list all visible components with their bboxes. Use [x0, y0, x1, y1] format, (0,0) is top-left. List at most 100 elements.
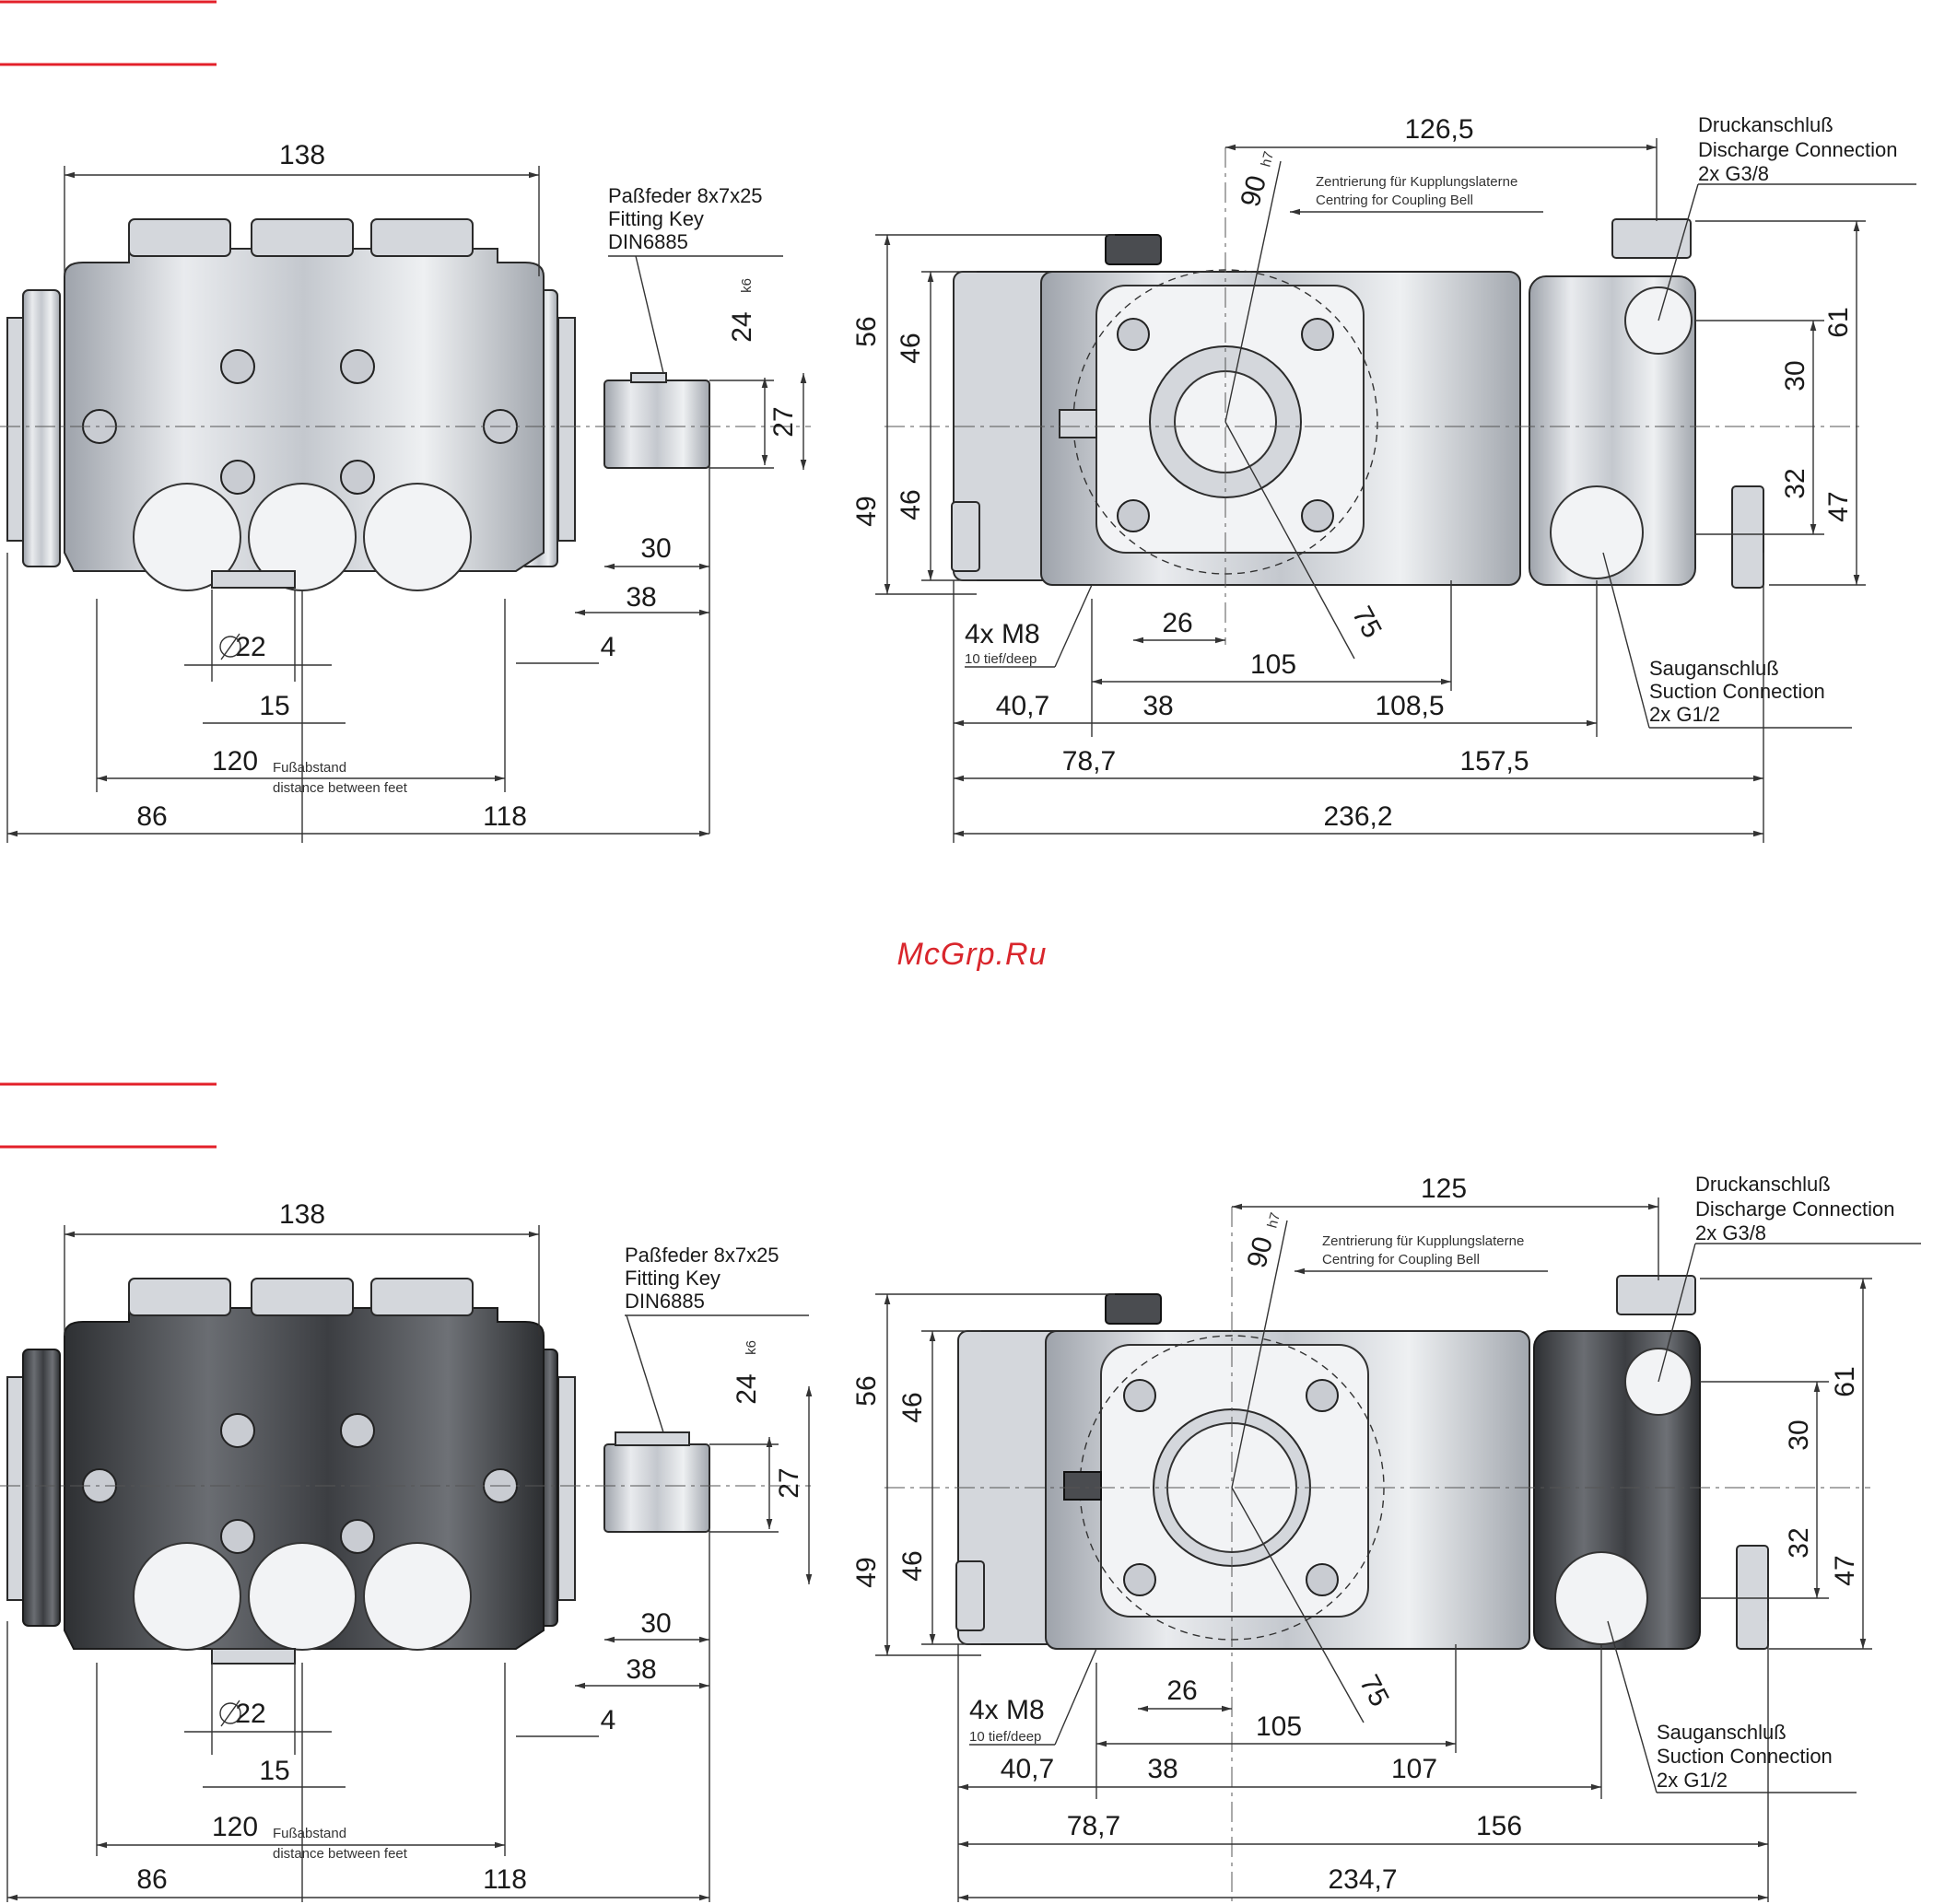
dim-shaft-gap-4: 4 [601, 1705, 616, 1735]
dim-centring-tol: h7 [1258, 150, 1277, 169]
discharge-label-en: Discharge Connection [1698, 138, 1897, 161]
valve-plug [251, 1278, 354, 1316]
dim-78-7: 78,7 [1062, 746, 1116, 777]
suction-label-en: Suction Connection [1657, 1745, 1833, 1768]
suction-size: 2x G1/2 [1649, 703, 1720, 726]
dim-right-3: 108,5 [1375, 691, 1444, 721]
dim-40-7: 40,7 [1001, 1754, 1054, 1784]
suction-port [133, 483, 241, 591]
dim-total: 236,2 [1323, 801, 1392, 832]
dim-26: 26 [1162, 608, 1192, 638]
dim-h-46a: 46 [896, 333, 926, 363]
dim-top: 125 [1421, 1174, 1467, 1204]
dim-h-46a: 46 [897, 1392, 928, 1422]
dim-left: 86 [136, 1864, 167, 1895]
bolt-head [340, 460, 375, 495]
dim-shaft-dia: 24 [727, 311, 757, 342]
dim-shaft-30: 30 [640, 533, 671, 564]
dim-h-56: 56 [851, 1375, 882, 1406]
bolt-head [1123, 1379, 1156, 1412]
shaft [603, 380, 710, 469]
shaft [603, 1443, 710, 1533]
dim-shaft-30: 30 [640, 1608, 671, 1639]
dim-dia-75: 75 [1353, 1670, 1395, 1711]
dim-r-61: 61 [1830, 1366, 1860, 1396]
dim-h-56: 56 [851, 316, 882, 346]
dim-shaft-dia: 24 [732, 1373, 762, 1404]
key-label: Fitting Key [625, 1267, 720, 1290]
side-view-dimensions: 126,5 90 h7 Zentrierung für Kupplungslat… [851, 113, 1916, 843]
thread-spec: 4x M8 [965, 619, 1040, 649]
discharge-label-en: Discharge Connection [1695, 1197, 1894, 1221]
dim-shaft-gap-4: 4 [601, 632, 616, 662]
bolt-head [1306, 1563, 1339, 1596]
shaft-key [1063, 1471, 1102, 1501]
end-cover [557, 317, 576, 542]
dim-r-32: 32 [1780, 468, 1810, 498]
end-cover [6, 1376, 25, 1601]
dim-dia-75: 75 [1346, 602, 1388, 643]
dim-h-49: 49 [851, 1557, 882, 1587]
dim-105: 105 [1256, 1711, 1302, 1742]
bolt-head [1301, 318, 1334, 351]
dim-port-pitch: 15 [259, 691, 289, 721]
oil-cap [1105, 234, 1162, 265]
bolt-head [1117, 318, 1150, 351]
centring-label-de: Zentrierung für Kupplungslaterne [1322, 1233, 1524, 1249]
bolt-head [220, 1519, 255, 1554]
centring-label-en: Centring for Coupling Bell [1322, 1252, 1480, 1267]
bolt-head [1117, 499, 1150, 532]
watermark: McGrp.Ru [897, 937, 1048, 972]
centring-label-de: Zentrierung für Kupplungslaterne [1316, 174, 1517, 190]
fitting-key [615, 1431, 690, 1446]
side-view-pump [884, 1207, 1870, 1902]
key-label: Paßfeder 8x7x25 [608, 184, 763, 207]
dim-centring-dia: 90 [1242, 1233, 1280, 1271]
bolt-head [1306, 1379, 1339, 1412]
suction-port [1550, 485, 1644, 579]
suction-port [1554, 1551, 1648, 1645]
foot [211, 1648, 296, 1665]
dim-r-61: 61 [1823, 307, 1854, 337]
dim-left: 86 [136, 801, 167, 832]
front-view-dimensions: 138 Paßfeder 8x7x25 Fitting Key DIN6885 … [6, 140, 807, 843]
oil-cap [1105, 1293, 1162, 1325]
dim-feet-distance: 120 [212, 746, 258, 777]
discharge-plug [1611, 218, 1692, 259]
dim-78-7: 78,7 [1067, 1811, 1120, 1841]
dim-40-7: 40,7 [996, 691, 1049, 721]
valve-plug [128, 218, 231, 257]
bolt-head [220, 1413, 255, 1448]
dim-total: 234,7 [1328, 1864, 1397, 1895]
discharge-label-de: Druckanschluß [1695, 1173, 1831, 1196]
dim-h-46b: 46 [897, 1550, 928, 1581]
side-view-pump [884, 147, 1861, 645]
dim-shaft-tol: k6 [744, 1340, 759, 1355]
suction-label-de: Sauganschluß [1657, 1721, 1787, 1744]
side-flange [22, 1349, 61, 1627]
suction-port [248, 1542, 357, 1651]
suction-port [133, 1542, 241, 1651]
shaft-key [1059, 409, 1097, 438]
dim-26: 26 [1166, 1676, 1197, 1706]
key-label: Fitting Key [608, 207, 704, 230]
valve-plug [128, 1278, 231, 1316]
front-view-dimensions: 138 Paßfeder 8x7x25 Fitting Key DIN6885 … [6, 1199, 813, 1902]
dim-shaft-height: 27 [774, 1467, 804, 1498]
feet-label-de: Fußabstand [273, 760, 346, 776]
bolt-head [340, 1413, 375, 1448]
dim-shaft-38: 38 [626, 1654, 656, 1685]
thread-depth: 10 tief/deep [965, 651, 1037, 667]
dim-r-32: 32 [1784, 1527, 1814, 1558]
dim-centring-dia: 90 [1236, 172, 1273, 210]
dim-right: 118 [483, 1864, 527, 1895]
bolt-head [220, 349, 255, 384]
feet-label-en: distance between feet [273, 780, 408, 796]
suction-label-en: Suction Connection [1649, 680, 1825, 703]
suction-label-de: Sauganschluß [1649, 657, 1779, 680]
valve-plug [370, 218, 474, 257]
thread-spec: 4x M8 [969, 1695, 1045, 1725]
foot [211, 570, 296, 589]
dim-shaft-height: 27 [768, 406, 799, 437]
